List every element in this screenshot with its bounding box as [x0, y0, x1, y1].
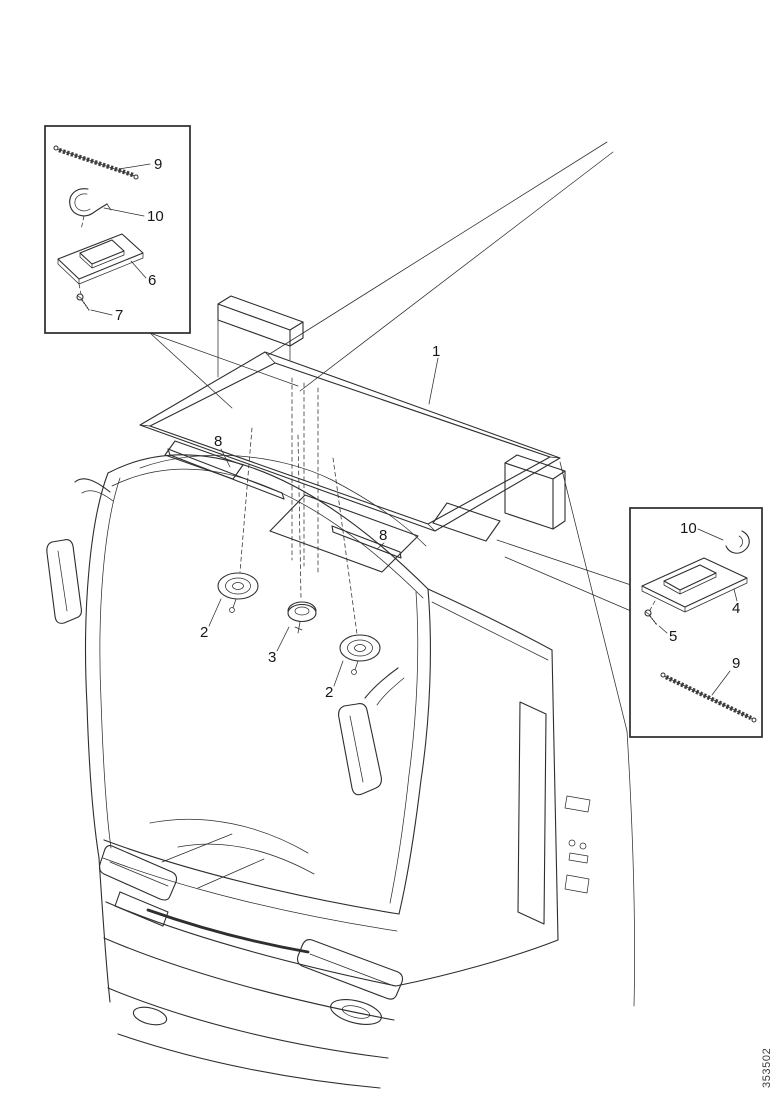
figure-number: 353502 [761, 1048, 773, 1088]
callout-8-strip-right: 8 [379, 527, 387, 544]
callout-2-grommet-left: 2 [200, 624, 208, 641]
projection-lines [149, 141, 635, 1007]
callout-9-rod: 9 [154, 156, 162, 173]
center-cap [287, 601, 317, 634]
callout-1-roof-panel: 1 [432, 343, 440, 360]
callout-4-bracket: 4 [732, 600, 740, 617]
detail-inset-right [629, 507, 763, 738]
leader-7 [90, 309, 113, 316]
callout-7-screw: 7 [115, 307, 123, 324]
spring-clip-part-right [725, 530, 750, 554]
callout-10-clip: 10 [147, 208, 164, 225]
callout-5-screw: 5 [669, 628, 677, 645]
screw-part [76, 293, 90, 311]
callout-2-grommet-right: 2 [325, 684, 333, 701]
callout-labels: 1 8 8 2 3 2 9 10 6 7 10 4 5 9 [115, 156, 740, 701]
leader-6 [130, 260, 147, 279]
bracket-plate-part-right [641, 557, 748, 613]
roof-hatch-panel [139, 295, 566, 573]
detail-inset-top-left [44, 125, 191, 334]
leader-5 [658, 625, 668, 634]
callout-6-bracket: 6 [148, 272, 156, 289]
leader-10-right [697, 528, 724, 541]
seal-strip-right [331, 525, 402, 559]
callout-leaders [208, 357, 439, 687]
grommet-right [339, 634, 381, 675]
bus-front-view [46, 440, 591, 1089]
leader-9 [118, 163, 151, 170]
grommet-left [217, 572, 259, 613]
bracket-plate-part [57, 233, 144, 285]
threaded-rod-part-right [660, 672, 757, 723]
detail-inset-top-left-border [44, 125, 191, 334]
fastener-drop-lines [239, 427, 358, 635]
callout-8-strip-left: 8 [214, 433, 222, 450]
seal-strip-left [167, 448, 285, 500]
threaded-rod-part [53, 145, 139, 180]
callout-10-clip-right: 10 [680, 520, 697, 537]
detail-inset-right-border [629, 507, 763, 738]
callout-9-rod-right: 9 [732, 655, 740, 672]
leader-10 [103, 207, 145, 217]
leader-4 [733, 588, 738, 602]
callout-3-cap: 3 [268, 649, 276, 666]
screw-part-right [644, 609, 658, 626]
leader-9-right [711, 670, 731, 696]
left-mirror [46, 478, 114, 624]
right-mirror [338, 667, 405, 796]
